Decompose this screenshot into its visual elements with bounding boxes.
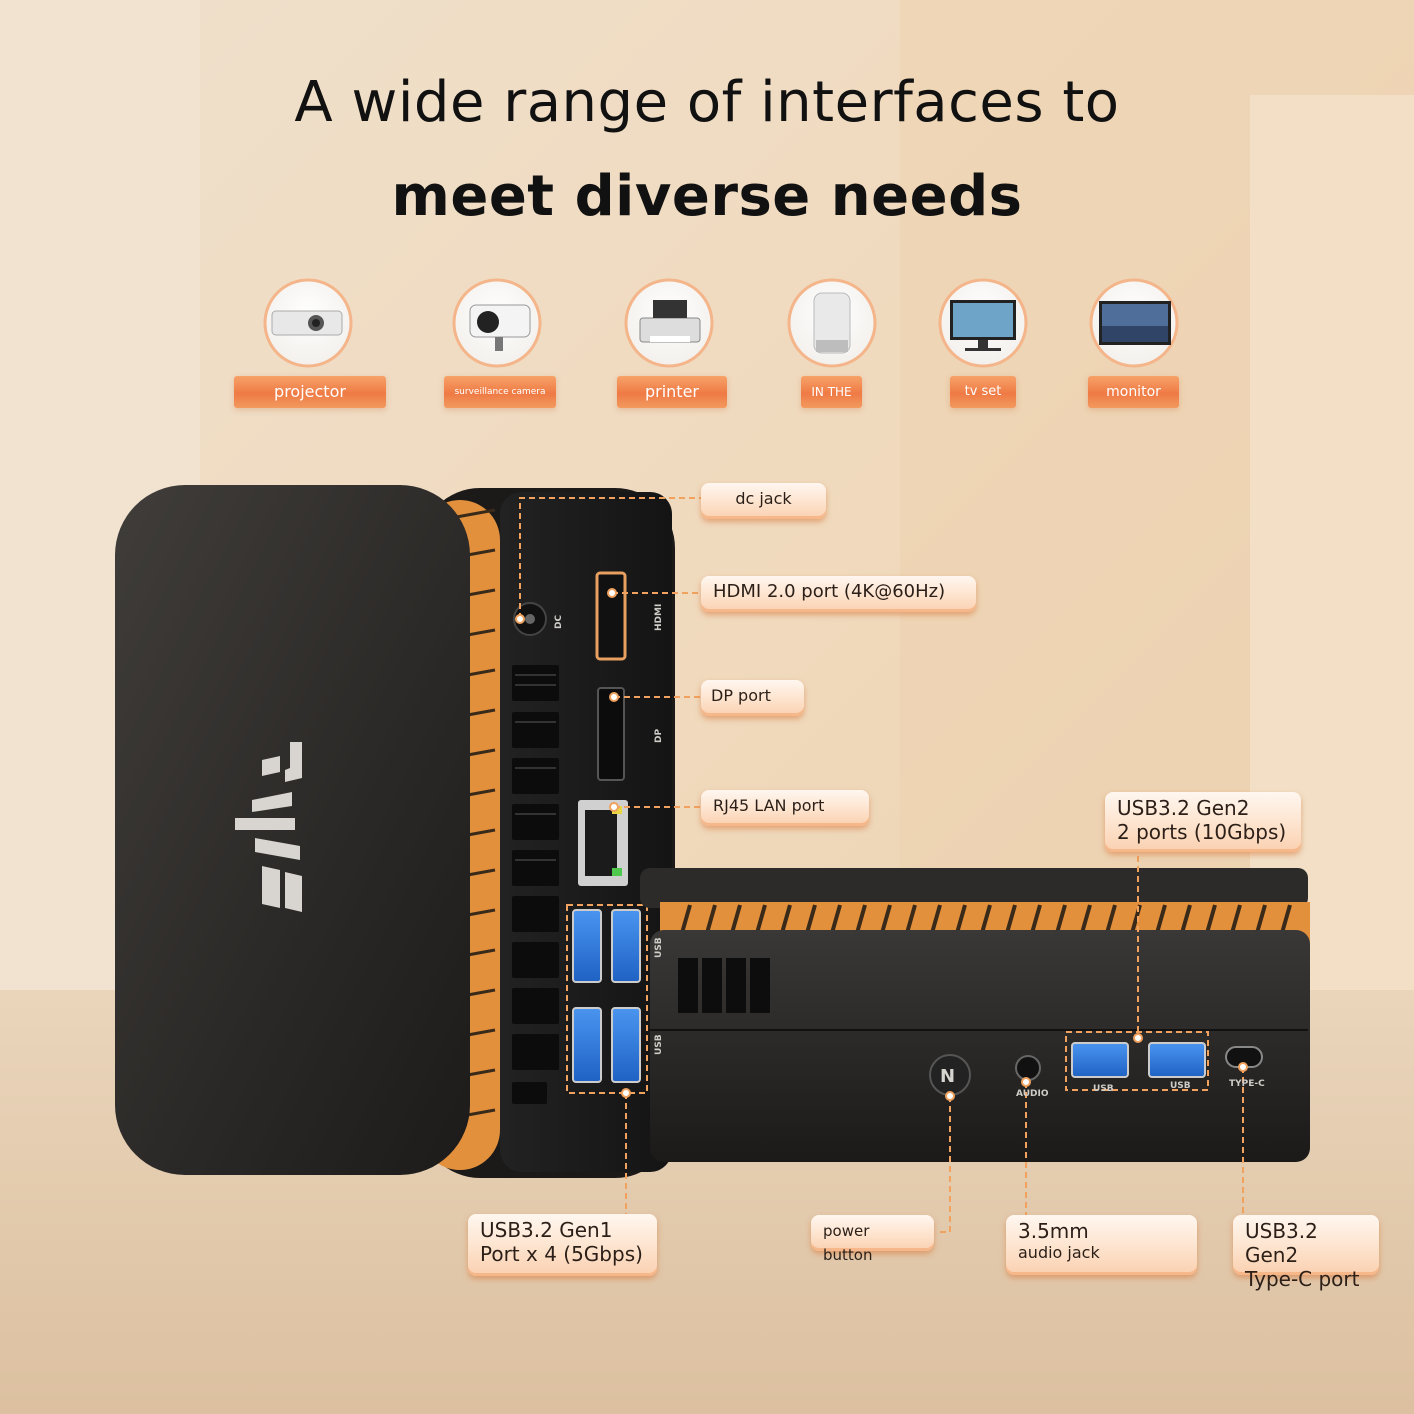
dp-port bbox=[597, 687, 625, 781]
monitor-icon bbox=[1089, 278, 1179, 368]
usb-gen1-ports bbox=[572, 909, 641, 1083]
callout-audio-line2: audio jack bbox=[1018, 1243, 1100, 1262]
callout-dc-jack-label: dc jack bbox=[735, 489, 792, 508]
callout-dp-label: DP port bbox=[711, 686, 771, 705]
callout-usb-gen1-ports: USB3.2 Gen1 Port x 4 (5Gbps) bbox=[468, 1214, 657, 1276]
callout-usb-gen2-line1: USB3.2 Gen2 bbox=[1117, 796, 1250, 820]
callout-rj45-port: RJ45 LAN port bbox=[701, 790, 869, 826]
usb-marking-flat-2: USB bbox=[1170, 1081, 1191, 1091]
upright-mini-pc bbox=[115, 485, 675, 1178]
callout-audio-line1: 3.5mm bbox=[1018, 1219, 1089, 1243]
surveillance-camera-icon bbox=[452, 278, 542, 368]
headline-line-2: meet diverse needs bbox=[391, 164, 1023, 229]
power-glyph: N bbox=[940, 1066, 955, 1087]
device-label-surveillance-camera: surveillance camera bbox=[444, 376, 556, 408]
callout-usb-gen1-line1: USB3.2 Gen1 bbox=[480, 1218, 613, 1242]
dc-marking: DC bbox=[554, 615, 564, 629]
audio-marking: AUDIO bbox=[1016, 1089, 1049, 1099]
callout-usb-gen2-line2: 2 ports (10Gbps) bbox=[1117, 820, 1287, 844]
headline-line-1: A wide range of interfaces to bbox=[294, 70, 1120, 135]
tv-set-icon bbox=[938, 278, 1028, 368]
callout-rj45-label: RJ45 LAN port bbox=[713, 796, 825, 815]
callout-power-button: power button bbox=[811, 1215, 934, 1264]
device-label-speaker: IN THE bbox=[801, 376, 862, 408]
leader-lines bbox=[519, 497, 1244, 1233]
callout-audio-jack: 3.5mm audio jack bbox=[1006, 1215, 1197, 1275]
callout-usb-gen1-line2: Port x 4 (5Gbps) bbox=[480, 1242, 643, 1266]
callout-typec-line1: USB3.2 Gen2 bbox=[1245, 1219, 1318, 1267]
projector-icon bbox=[263, 278, 353, 368]
callout-dc-jack: dc jack bbox=[701, 483, 826, 519]
usb-marking-flat-1: USB bbox=[1093, 1084, 1114, 1094]
brand-logo-icon bbox=[235, 742, 302, 912]
flat-mini-pc bbox=[640, 868, 1310, 1162]
printer-icon bbox=[624, 278, 714, 368]
dp-marking: DP bbox=[654, 729, 664, 743]
speaker-icon bbox=[787, 278, 877, 368]
usb-marking-upper: USB bbox=[654, 937, 664, 958]
typec-marking: TYPE-C bbox=[1229, 1079, 1265, 1089]
audio-jack-port bbox=[1015, 1055, 1041, 1081]
device-label-tv-set: tv set bbox=[950, 376, 1016, 408]
device-label-printer: printer bbox=[617, 376, 727, 408]
callout-usb-gen2-ports: USB3.2 Gen2 2 ports (10Gbps) bbox=[1105, 792, 1301, 852]
callout-hdmi-label: HDMI 2.0 port (4K@60Hz) bbox=[713, 581, 946, 602]
callout-typec-port: USB3.2 Gen2 Type-C port bbox=[1233, 1215, 1379, 1291]
usb-marking-lower: USB bbox=[654, 1034, 664, 1055]
callout-power-label: power button bbox=[823, 1222, 873, 1264]
device-label-projector: projector bbox=[234, 376, 386, 408]
callout-typec-line2: Type-C port bbox=[1245, 1267, 1360, 1291]
callout-dp-port: DP port bbox=[701, 680, 804, 716]
device-label-monitor: monitor bbox=[1088, 376, 1179, 408]
hdmi-port bbox=[595, 571, 627, 661]
hdmi-marking: HDMI bbox=[654, 604, 664, 631]
device-icons bbox=[263, 278, 1179, 368]
callout-hdmi-port: HDMI 2.0 port (4K@60Hz) bbox=[701, 576, 976, 612]
